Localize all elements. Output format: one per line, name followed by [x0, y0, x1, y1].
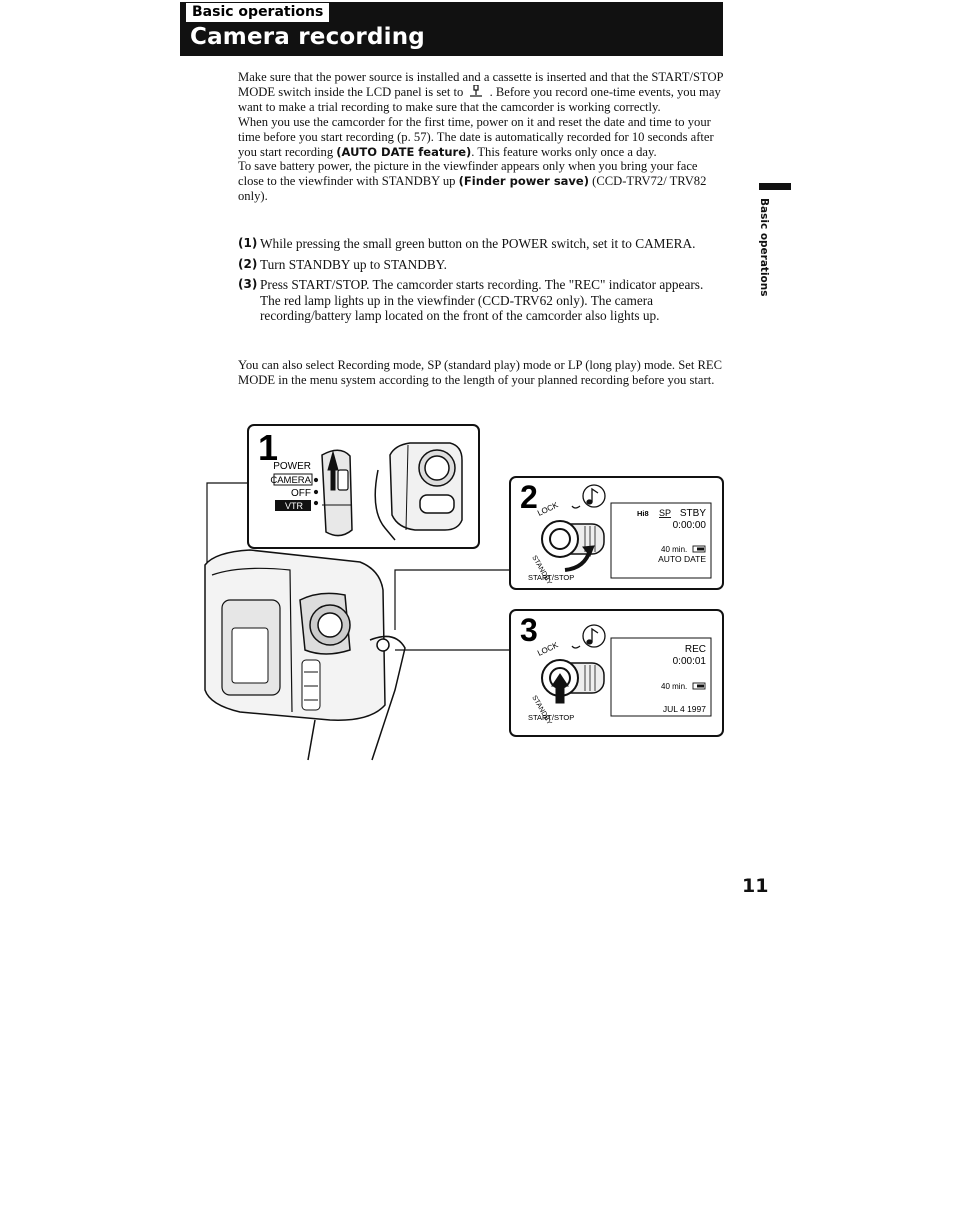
start-stop-dial-icon [541, 659, 605, 704]
sp-indicator: SP [659, 508, 671, 518]
camera-label: CAMERA [270, 475, 311, 486]
section-tag: Basic operations [186, 3, 330, 22]
tape-counter: 0:00:01 [673, 656, 707, 667]
finder-power-save: (Finder power save) [458, 174, 589, 189]
panel-1-number: 1 [258, 427, 278, 468]
intro-paragraph-3: To save battery power, the picture in th… [238, 159, 726, 204]
battery-icon [692, 682, 706, 690]
step-text: Turn STANDBY up to STANDBY. [260, 256, 447, 272]
panel-3: 3 LOCK STANDBY START/STOP REC 0:00:01 40… [509, 609, 724, 737]
off-label: OFF [291, 488, 311, 499]
intro-p3-end: (CCD-TRV72/ TRV82 only). [238, 174, 707, 204]
auto-date-feature: (AUTO DATE feature) [336, 144, 472, 159]
intro-p2-end: . This feature works only once a day. [471, 144, 657, 159]
standby-dial-icon [541, 520, 605, 572]
stby-indicator: STBY [680, 508, 706, 519]
remaining-time: 40 min. [661, 682, 687, 691]
connector-lines [206, 482, 510, 651]
power-label: POWER [273, 461, 311, 472]
tape-counter: 0:00:00 [673, 520, 707, 531]
start-stop-label: START/STOP [528, 713, 574, 722]
vtr-label: VTR [285, 501, 304, 511]
side-tab-marker [759, 183, 791, 190]
step-number: (2) [238, 256, 258, 271]
camcorder-illustration [204, 549, 406, 761]
panel-2: 2 LOCK STANDBY START/STOP Hi8 SP STBY 0:… [509, 476, 724, 590]
step-2: (2) Turn STANDBY up to STANDBY. [238, 257, 726, 273]
step-number: (1) [238, 236, 258, 250]
intro-p3-start: To save battery power, the picture in th… [238, 159, 698, 189]
intro-p2-start: When you use the camcorder for the first… [238, 114, 714, 159]
beep-icon [571, 624, 606, 649]
lcd-display [610, 637, 712, 717]
intro-paragraph-1: Make sure that the power source is insta… [238, 70, 726, 115]
panel-3-number: 3 [520, 612, 538, 648]
hi8-indicator: Hi8 [637, 509, 649, 518]
power-switch-icon [313, 449, 353, 537]
steps-list: (1) While pressing the small green butto… [238, 236, 726, 329]
intro-paragraph-2: When you use the camcorder for the first… [238, 115, 726, 160]
start-stop-label: START/STOP [528, 573, 574, 582]
lcd-display [610, 502, 712, 579]
panel-1: 1 POWER CAMERA OFF VTR [247, 424, 480, 549]
beep-icon [571, 484, 606, 509]
remaining-time: 40 min. [661, 545, 687, 554]
vtr-position-box [275, 500, 311, 511]
step-text: While pressing the small green button on… [260, 236, 696, 251]
page-number: 11 [742, 875, 769, 897]
battery-icon [692, 545, 706, 553]
intro-text: Make sure that the power source is insta… [238, 70, 726, 204]
rec-indicator: REC [685, 644, 706, 655]
intro-p1-end: . Before you record one-time events, you… [238, 84, 721, 114]
step-3: (3) Press START/STOP. The camcorder star… [238, 277, 726, 324]
record-mode-icon [470, 84, 483, 97]
camcorder-rear-icon [374, 442, 463, 541]
step-1: (1) While pressing the small green butto… [238, 236, 726, 252]
recording-mode-note: You can also select Recording mode, SP (… [238, 358, 722, 387]
intro-p1-start: Make sure that the power source is insta… [238, 70, 724, 99]
step-text: Press START/STOP. The camcorder starts r… [260, 277, 704, 324]
page-title: Camera recording [190, 24, 425, 50]
panel-2-number: 2 [520, 479, 538, 515]
date-indicator: JUL 4 1997 [663, 704, 706, 714]
camera-position-box [273, 473, 313, 486]
step-number: (3) [238, 277, 258, 292]
auto-date-indicator: AUTO DATE [658, 554, 706, 564]
